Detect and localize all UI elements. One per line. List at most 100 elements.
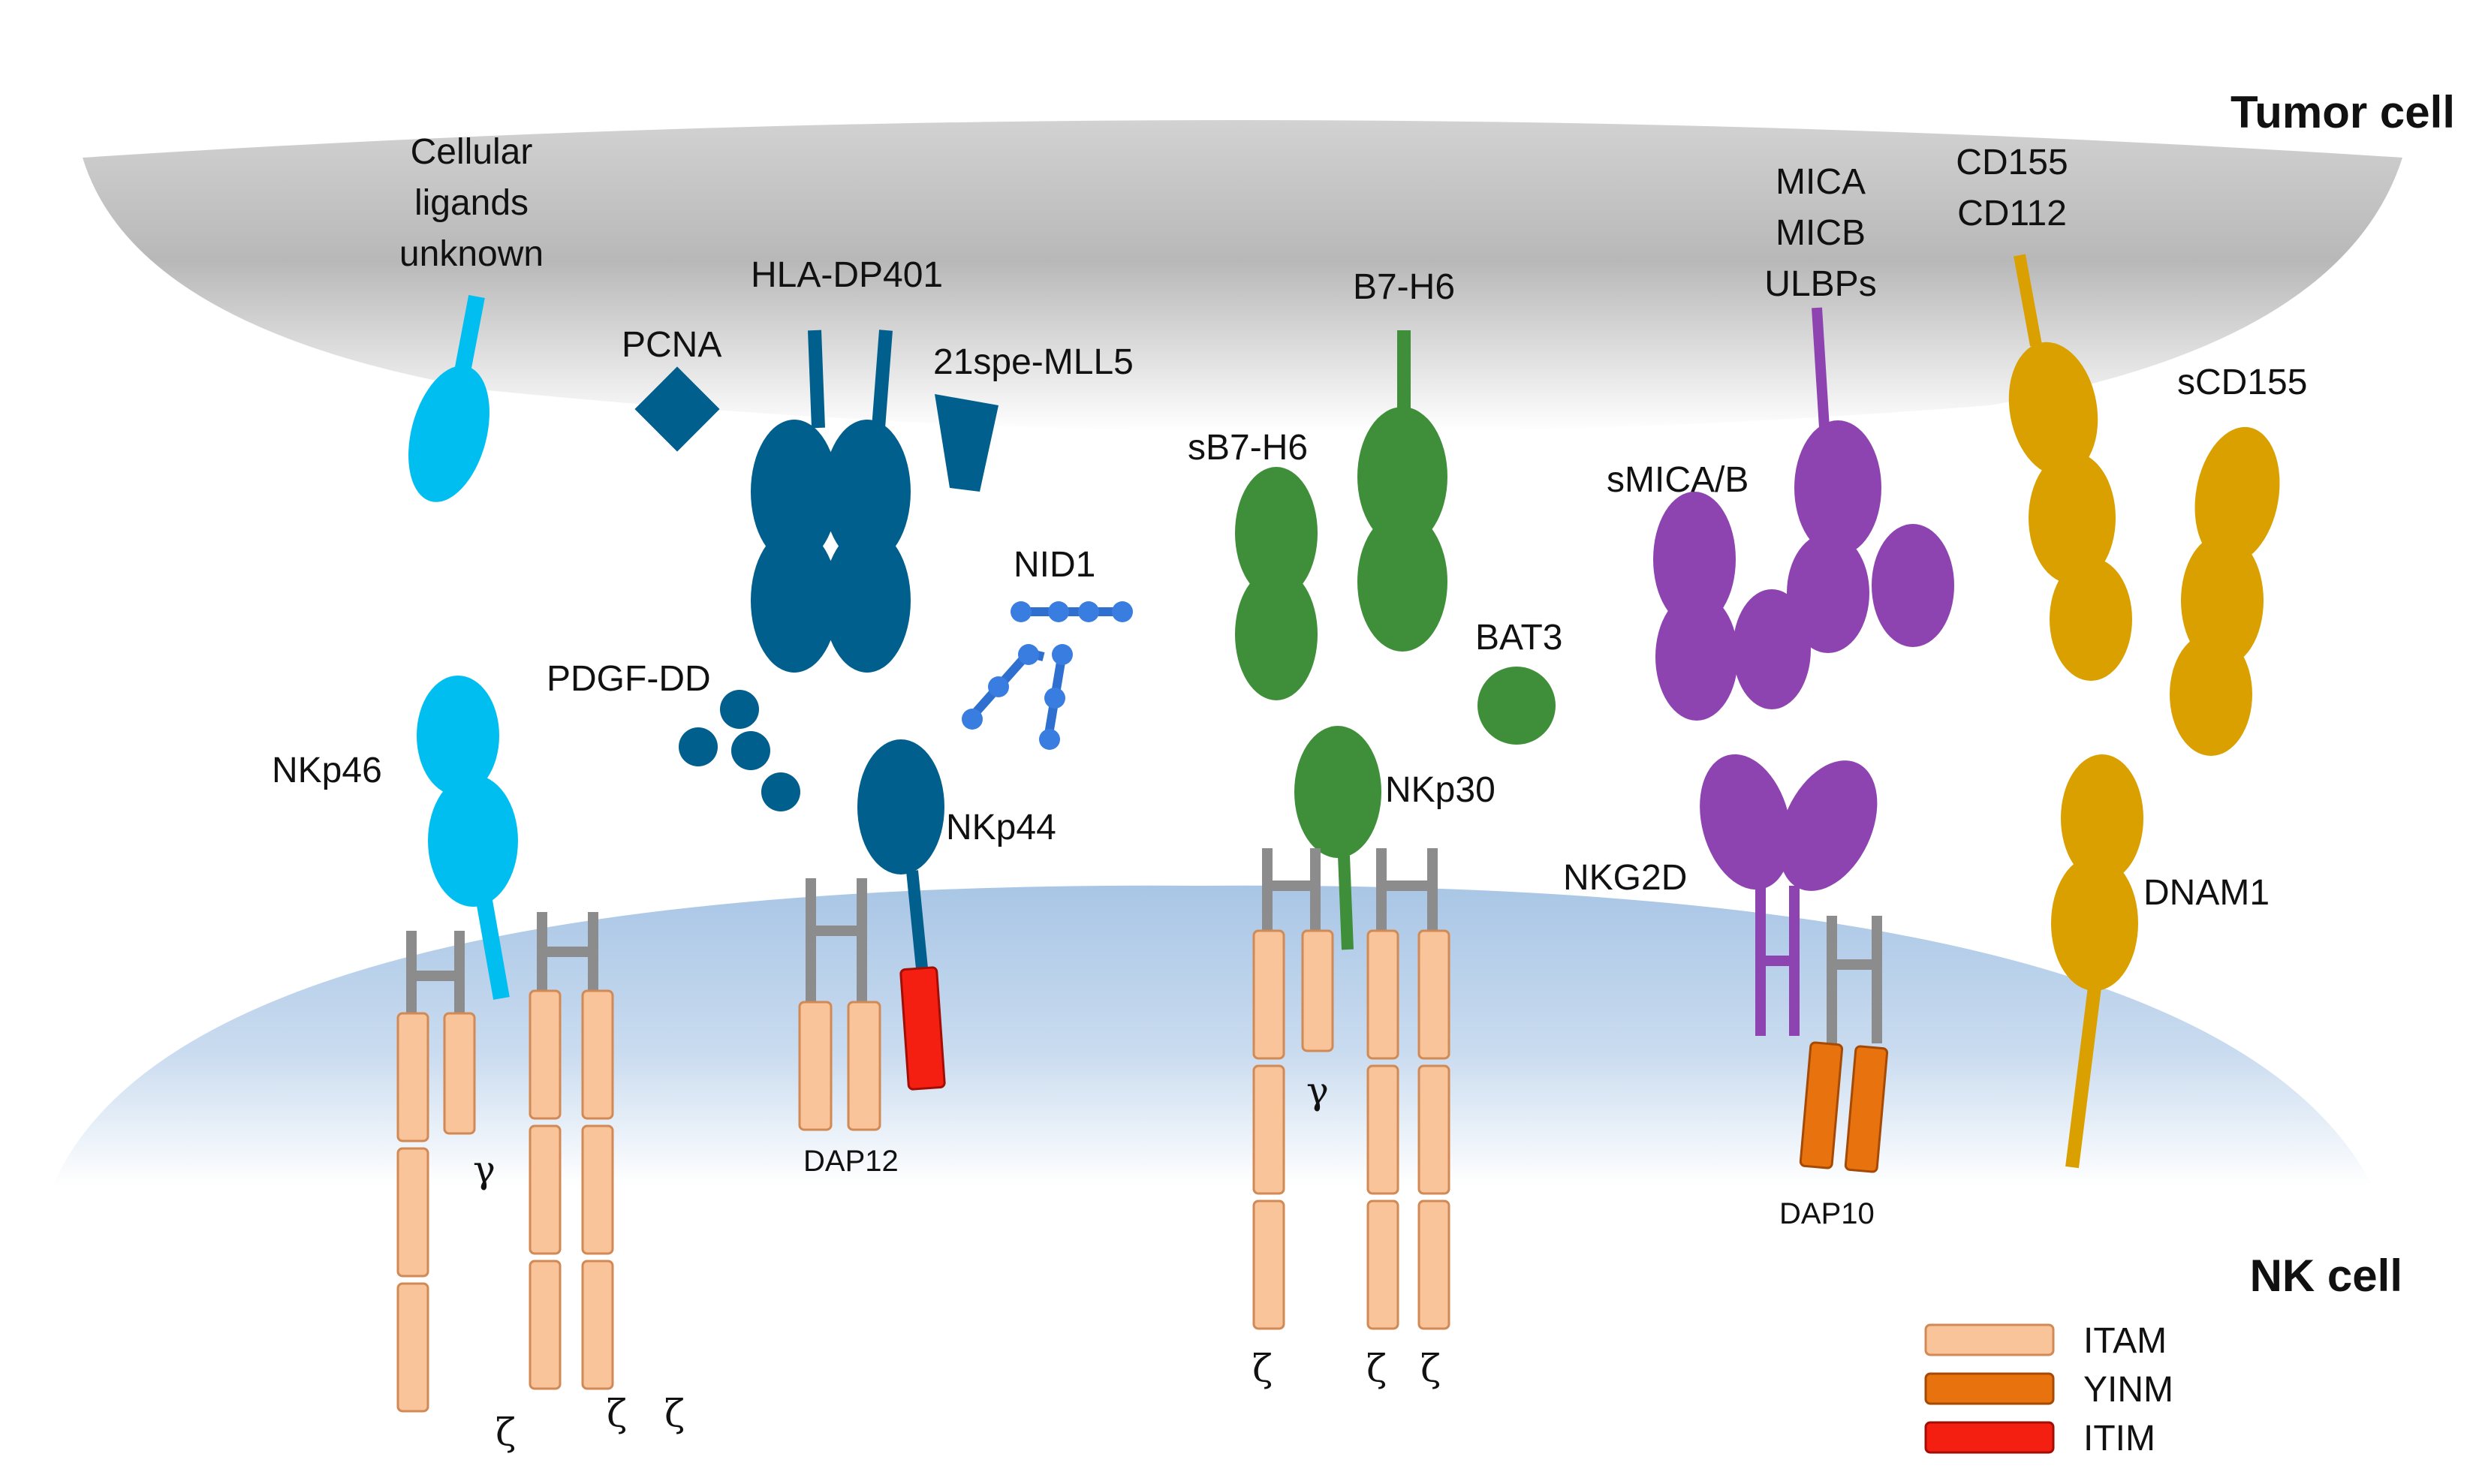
scd155-domain <box>2194 426 2280 564</box>
legend-itim-swatch <box>1924 1421 2055 1454</box>
hla-domain <box>824 420 911 564</box>
label-smicab: sMICA/B <box>1607 460 1749 500</box>
legend-itam-swatch <box>1924 1323 2055 1356</box>
smica-domain <box>1655 593 1738 721</box>
dnam1-group <box>2008 254 2280 1169</box>
label-unknown: unknown <box>399 234 544 274</box>
mll5-shape <box>935 394 999 492</box>
itam-box <box>396 1147 429 1278</box>
nkp30-group <box>1235 330 1556 1330</box>
cd155-domain <box>2050 558 2132 681</box>
label-pdgf: PDGF-DD <box>547 659 711 699</box>
pdgf-dot <box>679 727 718 766</box>
label-ligands: ligands <box>414 183 529 223</box>
sb7h6-domain <box>1235 568 1318 700</box>
label-zeta: ζ <box>664 1392 685 1435</box>
scd155-domain <box>2181 534 2264 667</box>
itam-box <box>443 1012 476 1135</box>
label-cd112: CD112 <box>1957 194 2067 233</box>
sb7h6-domain <box>1235 467 1318 599</box>
hla-domain <box>751 420 838 564</box>
itam-box <box>1366 1200 1399 1330</box>
label-pcna: PCNA <box>622 325 721 365</box>
itam-box <box>1252 929 1285 1060</box>
label-sb7h6: sB7-H6 <box>1188 428 1308 468</box>
itam-box <box>1366 1064 1399 1195</box>
yinm-box <box>1799 1041 1844 1169</box>
itam-box <box>847 1001 881 1131</box>
label-mica: MICA <box>1776 162 1866 202</box>
unknown-ligand-stalk <box>453 294 485 378</box>
label-micb: MICB <box>1776 213 1866 253</box>
itam-box <box>1366 929 1399 1060</box>
itim-box <box>899 966 946 1091</box>
label-bat3: BAT3 <box>1475 618 1562 658</box>
label-ulbps: ULBPs <box>1764 264 1876 304</box>
label-gamma: γ <box>1306 1069 1329 1112</box>
hla-domain <box>824 528 911 673</box>
nkg2d-group <box>1653 307 1954 1173</box>
dnam1-domain <box>2061 754 2143 882</box>
cd155-domain <box>2029 452 2116 584</box>
itam-box <box>1417 1200 1450 1330</box>
itam-box <box>1301 929 1334 1052</box>
label-dnam1: DNAM1 <box>2143 873 2270 913</box>
tumor-cell-label: Tumor cell <box>2230 87 2455 137</box>
itam-box <box>1252 1064 1285 1195</box>
itam-box <box>1252 1200 1285 1330</box>
label-nkp44: NKp44 <box>946 808 1056 847</box>
label-zeta: ζ <box>1252 1347 1273 1390</box>
scd155-domain <box>2170 633 2252 756</box>
itam-box <box>581 1124 614 1255</box>
nkp46-domain-1 <box>417 676 499 796</box>
label-nkp46: NKp46 <box>272 751 382 790</box>
b7h6-domain <box>1357 512 1447 652</box>
pdgf-dot <box>761 772 800 811</box>
nkp44-domain <box>857 739 944 874</box>
nkp46-group <box>396 294 614 1413</box>
label-zeta: ζ <box>607 1392 627 1435</box>
nid1-shape <box>962 601 1133 750</box>
nkp46-domain-2 <box>428 775 518 907</box>
itam-box <box>396 1012 429 1142</box>
itam-box <box>529 1124 562 1255</box>
label-nkp30: NKp30 <box>1385 770 1496 810</box>
bat3-shape <box>1477 667 1556 745</box>
label-zeta: ζ <box>1420 1347 1441 1390</box>
itam-box <box>1417 1064 1450 1195</box>
label-nkg2d: NKG2D <box>1563 858 1687 898</box>
mica-domain <box>1787 533 1869 653</box>
label-cellular: Cellular <box>411 132 533 172</box>
label-zeta: ζ <box>495 1410 516 1454</box>
nkp44-group <box>634 330 1133 1131</box>
label-hla: HLA-DP401 <box>751 255 943 295</box>
itam-box <box>798 1001 833 1131</box>
b7h6-domain <box>1357 407 1447 546</box>
legend-yinm-label: YINM <box>2083 1370 2173 1410</box>
label-gamma: γ <box>473 1148 495 1191</box>
label-scd155: sCD155 <box>2177 363 2307 402</box>
mica-domain <box>1794 420 1881 555</box>
label-dap12: DAP12 <box>803 1145 899 1178</box>
itam-box <box>581 989 614 1120</box>
hla-domain <box>751 528 838 673</box>
legend-itim-label: ITIM <box>2083 1419 2155 1458</box>
nkg2d-domain <box>1779 760 1878 891</box>
nkp30-domain <box>1294 726 1381 858</box>
mica-domain <box>1872 524 1954 647</box>
legend: ITAM YINM ITIM <box>1924 1321 2173 1458</box>
itam-box <box>1417 929 1450 1060</box>
label-dap10: DAP10 <box>1779 1197 1875 1230</box>
pdgf-dot <box>720 690 759 729</box>
smica-domain <box>1653 492 1736 627</box>
label-mll5: 21spe-MLL5 <box>933 342 1134 382</box>
itam-box <box>529 1260 562 1390</box>
cd155-domain <box>2008 342 2098 477</box>
itam-box <box>529 989 562 1120</box>
label-zeta: ζ <box>1366 1347 1387 1390</box>
itam-box <box>396 1282 429 1413</box>
label-b7h6: B7-H6 <box>1353 267 1455 307</box>
unknown-ligand <box>408 366 489 502</box>
pdgf-dot <box>731 731 770 770</box>
